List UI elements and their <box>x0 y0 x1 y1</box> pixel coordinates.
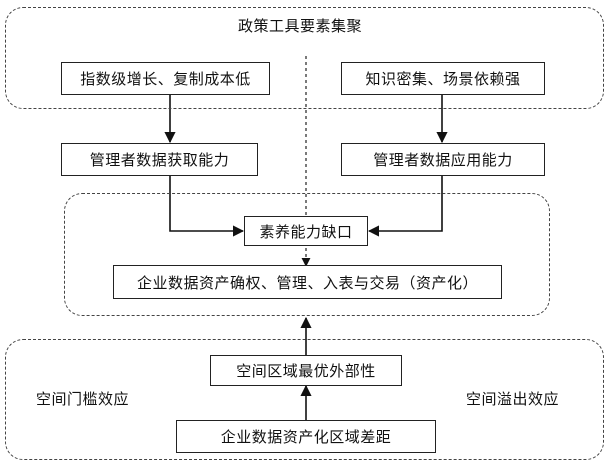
exponential-growth-box: 指数级增长、复制成本低 <box>61 62 270 95</box>
capability-region <box>64 193 550 316</box>
arrow-acquire-to-gap <box>169 176 245 237</box>
policy-region-title: 政策工具要素集聚 <box>238 15 363 36</box>
spatial-threshold-effect-label: 空间门槛效应 <box>36 388 130 409</box>
spatial-region <box>5 339 604 460</box>
knowledge-intensive-box: 知识密集、场景依赖强 <box>341 62 545 95</box>
regional-assetization-gap-box: 企业数据资产化区域差距 <box>176 420 436 453</box>
spatial-spillover-effect-label: 空间溢出效应 <box>466 388 560 409</box>
spatial-optimal-externality-box: 空间区域最优外部性 <box>210 355 402 386</box>
data-application-capability-box: 管理者数据应用能力 <box>341 143 545 176</box>
policy-region <box>5 7 604 109</box>
data-acquisition-capability-box: 管理者数据获取能力 <box>61 143 258 176</box>
data-assetization-box: 企业数据资产确权、管理、入表与交易（资产化） <box>113 265 502 299</box>
literacy-gap-box: 素养能力缺口 <box>244 216 368 246</box>
arrow-apply-to-gap <box>367 176 443 237</box>
